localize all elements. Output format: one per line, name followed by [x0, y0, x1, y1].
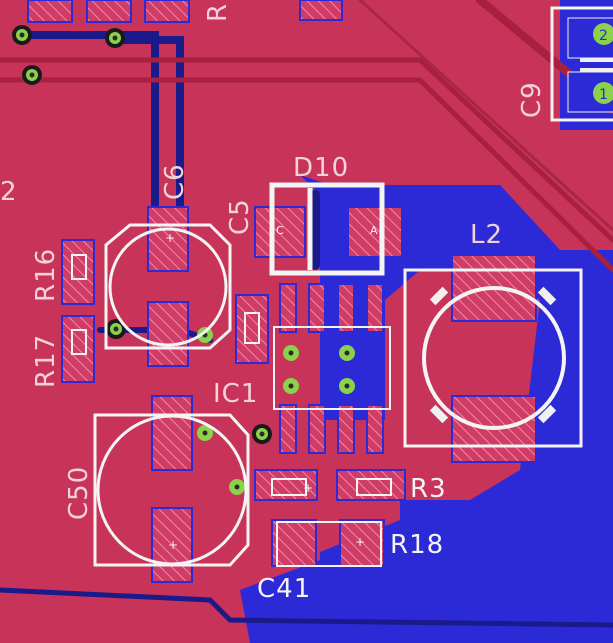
- d10-cathode-marker: C: [276, 224, 284, 237]
- label-r16: R16: [31, 248, 61, 302]
- pads: [27, 0, 537, 583]
- traces: [0, 0, 613, 628]
- c9-pin1-marker: 1: [599, 87, 608, 103]
- label-c50: C50: [64, 466, 94, 520]
- pad-marker-plus: +: [165, 231, 175, 245]
- c9-pin2-marker: 2: [599, 28, 608, 44]
- label-ic1: IC1: [213, 379, 258, 409]
- pad-marker-plus: +: [355, 535, 365, 549]
- label-c41: C41: [257, 574, 311, 604]
- silkscreen: [71, 6, 613, 567]
- d10-anode-marker: A: [370, 224, 378, 237]
- label-r3: R3: [410, 474, 447, 504]
- label-c6: C6: [160, 163, 190, 200]
- label-r17: R17: [31, 334, 61, 388]
- vias: [12, 25, 355, 495]
- pad-marker-plus: +: [168, 538, 178, 552]
- c9-pads: [567, 17, 613, 113]
- label-c5: C5: [225, 198, 255, 235]
- label-l2: L2: [470, 220, 503, 250]
- label-r18: R18: [390, 530, 444, 560]
- l2-corner-tabs: [429, 286, 557, 424]
- pad-marker-plus: +: [303, 481, 313, 495]
- label-c9: C9: [517, 81, 547, 118]
- label-edge-2: 2: [0, 177, 18, 207]
- label-r-top: R: [203, 3, 233, 22]
- label-d10: D10: [293, 153, 349, 183]
